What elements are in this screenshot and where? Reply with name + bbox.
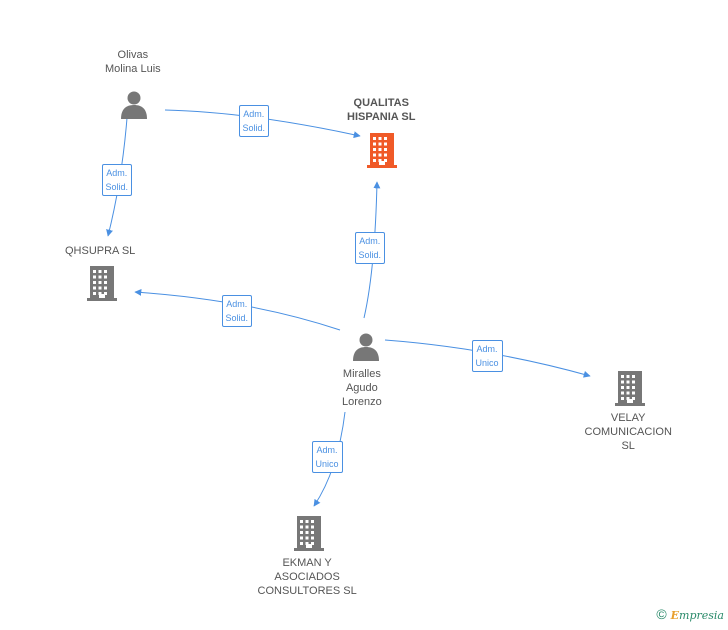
node-label-line: COMUNICACION (584, 426, 672, 438)
brand-logo: Empresia (671, 609, 724, 622)
node-label-line: ASOCIADOS (274, 571, 340, 583)
node-label-line: QHSUPRA SL (65, 245, 136, 257)
edge-label-line: Adm. (226, 299, 248, 309)
footer-brand[interactable]: ©Empresia (656, 606, 724, 622)
copyright-icon: © (656, 606, 667, 622)
node-label-line: Molina Luis (105, 63, 161, 75)
edges-layer (106, 109, 591, 507)
person-icon[interactable] (119, 89, 149, 124)
node-label-qhsupra[interactable]: QHSUPRA SL (65, 244, 135, 258)
edge-label-line: Unico (315, 459, 339, 469)
brand-rest: mpresia (679, 609, 724, 622)
edge-label-miralles-to-velay[interactable]: Adm. Unico (471, 340, 503, 372)
edge-label-olivas-to-qualitas[interactable]: Adm. Solid. (238, 105, 270, 137)
building-icon[interactable] (293, 515, 325, 556)
node-label-ekman[interactable]: EKMAN Y ASOCIADOS CONSULTORES SL (258, 556, 357, 598)
edge-label-miralles-to-qualitas[interactable]: Adm. Solid. (354, 232, 386, 264)
edge-label-miralles-to-ekman[interactable]: Adm. Unico (311, 441, 343, 473)
building-icon[interactable] (366, 132, 398, 173)
node-label-velay[interactable]: VELAY COMUNICACION SL (585, 411, 672, 453)
node-label-line: Lorenzo (342, 396, 382, 408)
edge-label-line: Unico (475, 358, 499, 368)
edge-label-line: Solid. (225, 313, 249, 323)
node-label-line: VELAY (610, 412, 646, 424)
brand-first-letter: E (670, 609, 680, 622)
edge-label-line: Adm. (476, 344, 498, 354)
edge-label-line: Adm. (243, 109, 265, 119)
edge-label-line: Adm. (316, 445, 338, 455)
node-label-line: Olivas (117, 49, 149, 61)
node-label-line: HISPANIA SL (347, 111, 416, 123)
person-icon[interactable] (351, 331, 381, 366)
edge-label-olivas-to-qhsupra[interactable]: Adm. Solid. (101, 164, 133, 196)
building-icon[interactable] (614, 370, 646, 411)
edge-label-miralles-to-qhsupra[interactable]: Adm. Solid. (221, 295, 253, 327)
node-label-line: CONSULTORES SL (257, 585, 357, 597)
node-label-line: SL (621, 440, 635, 452)
building-icon[interactable] (86, 265, 118, 306)
edge-label-line: Solid. (358, 250, 382, 260)
node-label-line: Miralles (342, 368, 381, 380)
node-label-line: EKMAN Y (282, 557, 332, 569)
edge-label-line: Solid. (105, 182, 129, 192)
node-label-line: QUALITAS (353, 97, 409, 109)
edge-label-line: Adm. (106, 168, 128, 178)
edge-label-line: Solid. (242, 123, 266, 133)
node-label-qualitas[interactable]: QUALITAS HISPANIA SL (347, 96, 415, 124)
edge-label-line: Adm. (359, 236, 381, 246)
node-label-line: Agudo (345, 382, 378, 394)
